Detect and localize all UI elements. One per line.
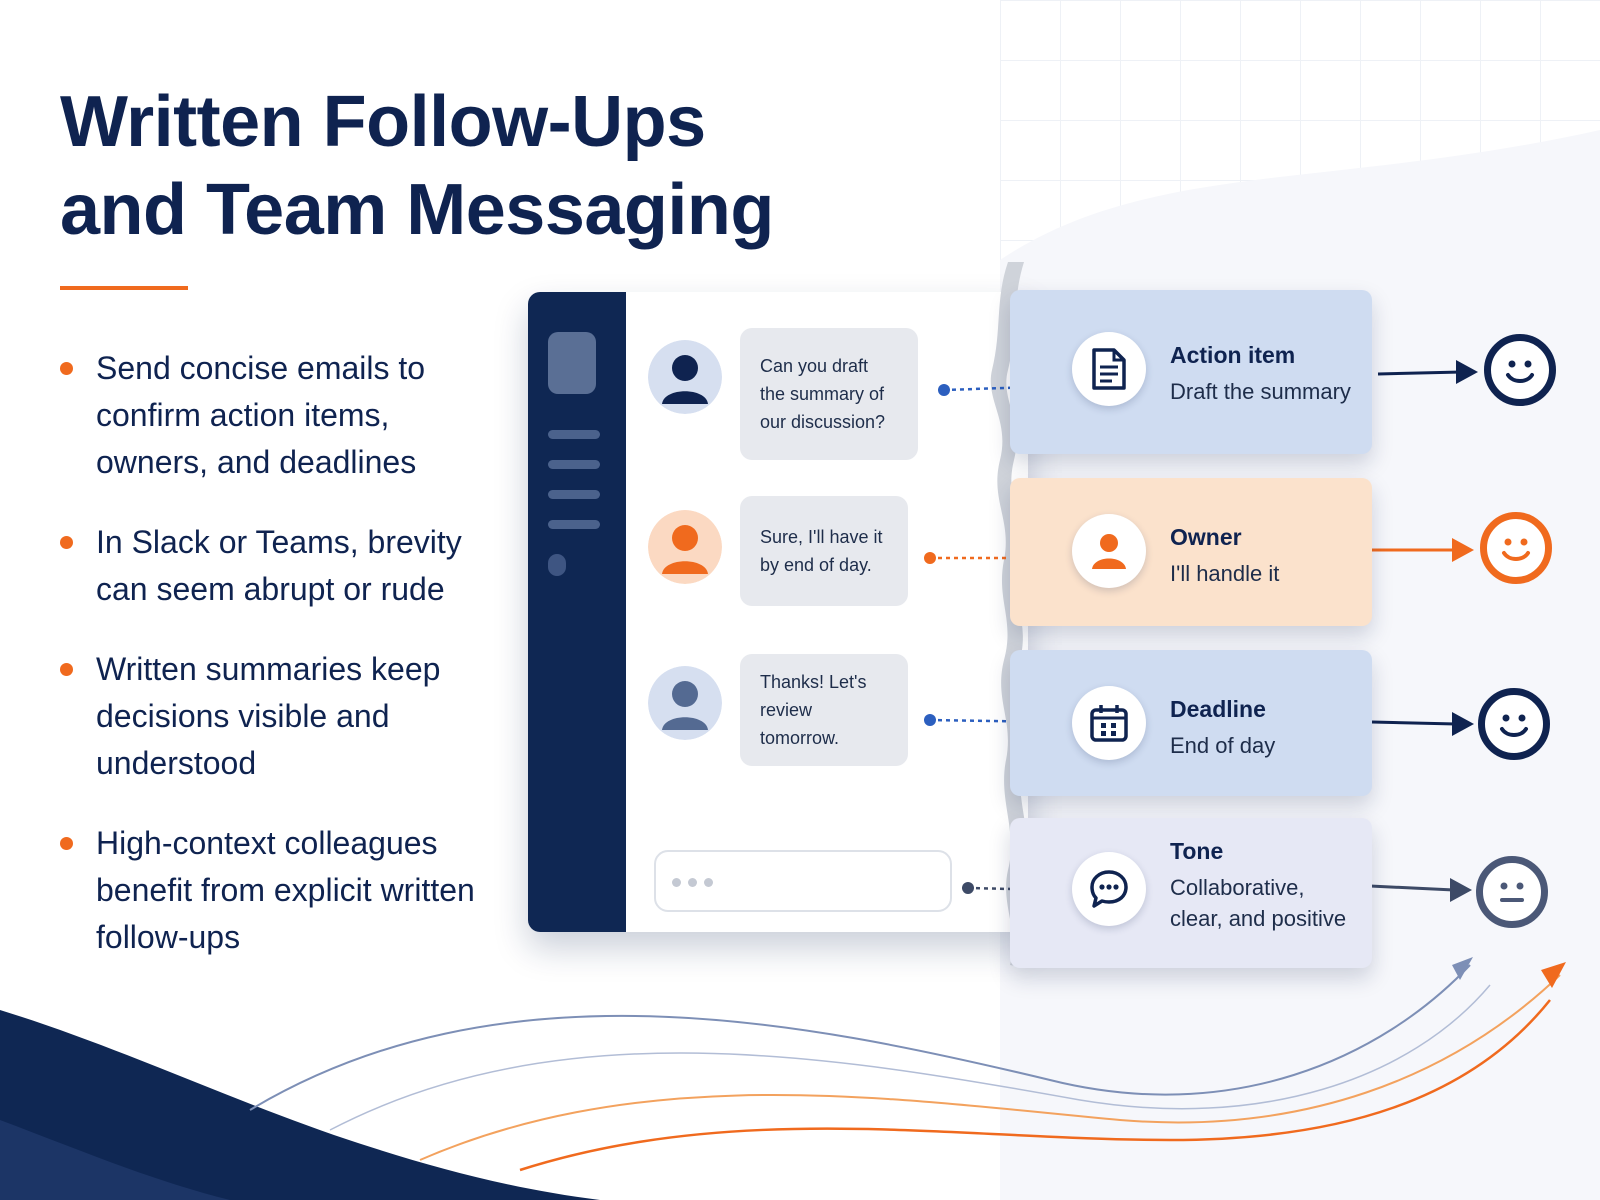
smiley-face-icon — [1478, 688, 1550, 760]
typing-dot — [672, 878, 681, 887]
action-item-card[interactable]: Action item Draft the summary — [1010, 290, 1372, 454]
card-value: I'll handle it — [1170, 561, 1280, 586]
workspace-tile[interactable] — [548, 332, 596, 394]
bullet-text: Written summaries keep decisions visible… — [96, 651, 441, 781]
card-title: Owner — [1170, 524, 1242, 550]
sidebar-status-dot — [548, 554, 566, 576]
bullet-dot — [60, 663, 73, 676]
page-title: Written Follow-Ups and Team Messaging — [60, 78, 820, 254]
message-bubble: Thanks! Let's review tomorrow. — [740, 654, 908, 766]
title-line-1: Written Follow-Ups — [60, 82, 706, 162]
avatar-icon — [648, 340, 722, 414]
bullet-item: High-context colleagues benefit from exp… — [60, 820, 480, 961]
document-icon — [1072, 332, 1146, 406]
title-line-2: and Team Messaging — [60, 170, 774, 250]
bullet-text: High-context colleagues benefit from exp… — [96, 825, 475, 955]
card-value: End of day — [1170, 733, 1276, 758]
message-bubble: Sure, I'll have it by end of day. — [740, 496, 908, 606]
app-sidebar — [528, 292, 626, 932]
smiley-face-icon — [1480, 512, 1552, 584]
bullet-text: In Slack or Teams, brevity can seem abru… — [96, 524, 462, 607]
chat-app-window: Can you draft the summary of our discuss… — [528, 292, 1028, 932]
bullet-item: Written summaries keep decisions visible… — [60, 646, 480, 787]
bullet-dot — [60, 837, 73, 850]
bullet-dot — [60, 362, 73, 375]
owner-card[interactable]: Owner I'll handle it — [1010, 478, 1372, 626]
card-value: Draft the summary — [1170, 379, 1351, 404]
message-input[interactable] — [654, 850, 952, 912]
calendar-icon — [1072, 686, 1146, 760]
title-underline — [60, 286, 188, 290]
sidebar-nav-item[interactable] — [548, 520, 600, 529]
avatar-icon — [648, 666, 722, 740]
card-title: Action item — [1170, 342, 1296, 368]
person-icon — [1072, 514, 1146, 588]
chat-bubble-icon — [1072, 852, 1146, 926]
bullet-dot — [60, 536, 73, 549]
bullet-text: Send concise emails to confirm action it… — [96, 350, 426, 480]
message-bubble: Can you draft the summary of our discuss… — [740, 328, 918, 460]
smiley-face-icon — [1484, 334, 1556, 406]
sidebar-nav-item[interactable] — [548, 460, 600, 469]
typing-dot — [688, 878, 697, 887]
neutral-face-icon — [1476, 856, 1548, 928]
card-value: Collaborative, clear, and positive — [1170, 875, 1347, 931]
bullet-item: Send concise emails to confirm action it… — [60, 345, 480, 486]
card-title: Deadline — [1170, 696, 1266, 722]
sidebar-nav-item[interactable] — [548, 490, 600, 499]
deadline-card[interactable]: Deadline End of day — [1010, 650, 1372, 796]
sidebar-nav-item[interactable] — [548, 430, 600, 439]
tone-card[interactable]: Tone Collaborative, clear, and positive — [1010, 818, 1372, 968]
typing-dot — [704, 878, 713, 887]
bullet-item: In Slack or Teams, brevity can seem abru… — [60, 519, 480, 613]
avatar-icon — [648, 510, 722, 584]
bullet-list: Send concise emails to confirm action it… — [60, 345, 480, 994]
card-title: Tone — [1170, 838, 1224, 864]
